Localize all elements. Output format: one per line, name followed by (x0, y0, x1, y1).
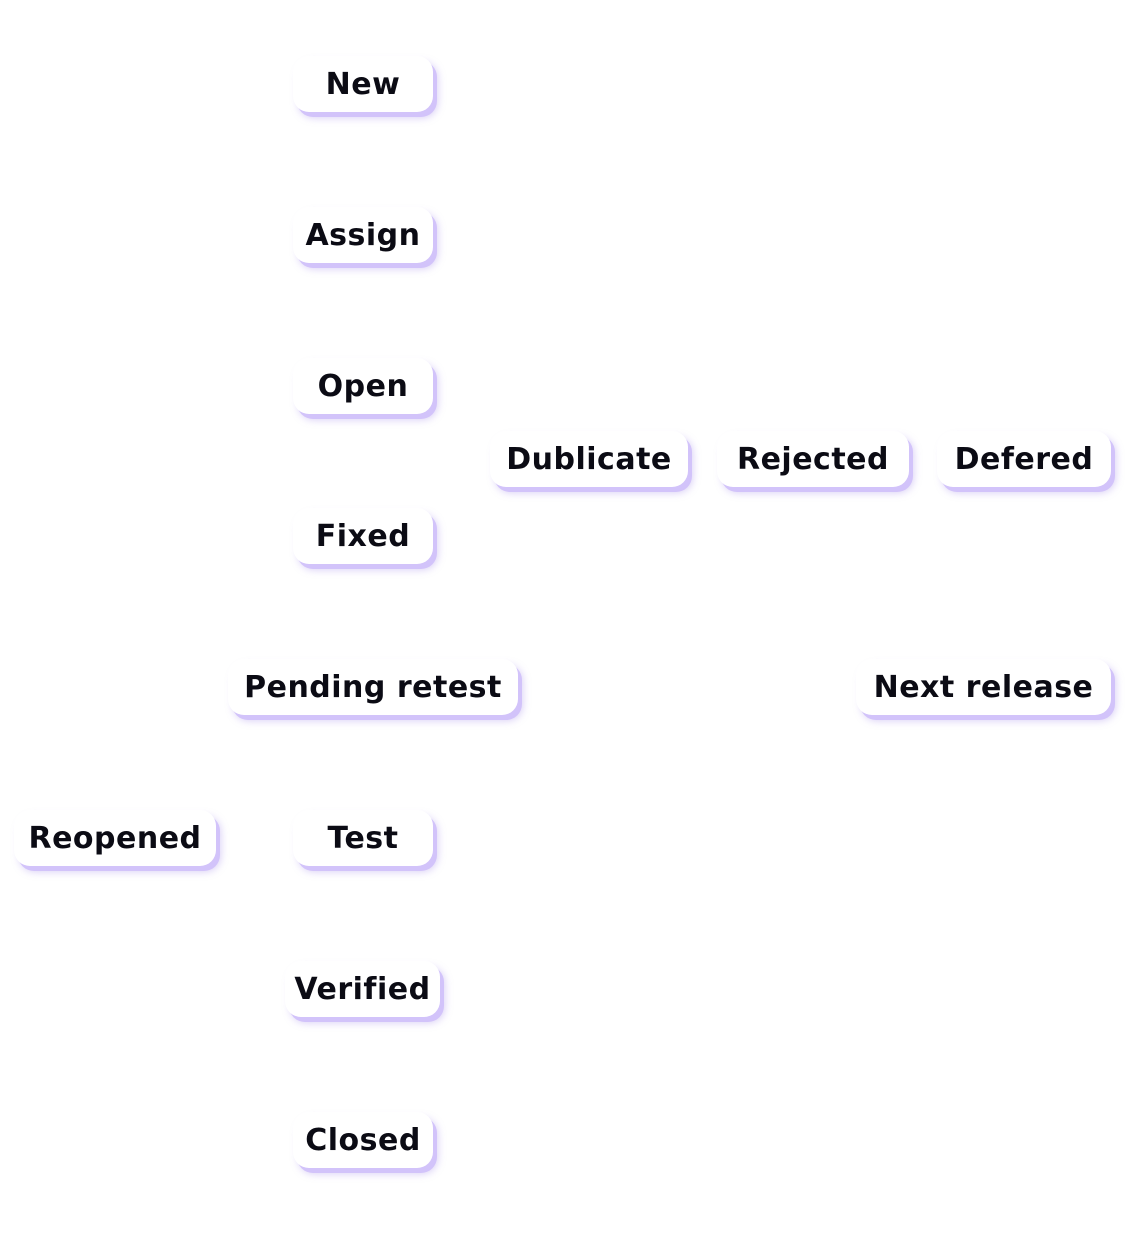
state-node-next-release: Next release (856, 659, 1111, 715)
state-node-verified: Verified (285, 961, 440, 1017)
state-node-dublicate: Dublicate (490, 431, 688, 487)
state-node-rejected: Rejected (717, 431, 909, 487)
state-node-reopened: Reopened (14, 810, 216, 866)
state-node-pending-retest: Pending retest (228, 659, 518, 715)
state-node-new: New (293, 56, 433, 112)
state-node-test: Test (293, 810, 433, 866)
state-node-defered: Defered (937, 431, 1111, 487)
state-node-assign: Assign (293, 207, 433, 263)
state-node-open: Open (293, 358, 433, 414)
state-node-fixed: Fixed (293, 508, 433, 564)
state-node-closed: Closed (293, 1112, 433, 1168)
